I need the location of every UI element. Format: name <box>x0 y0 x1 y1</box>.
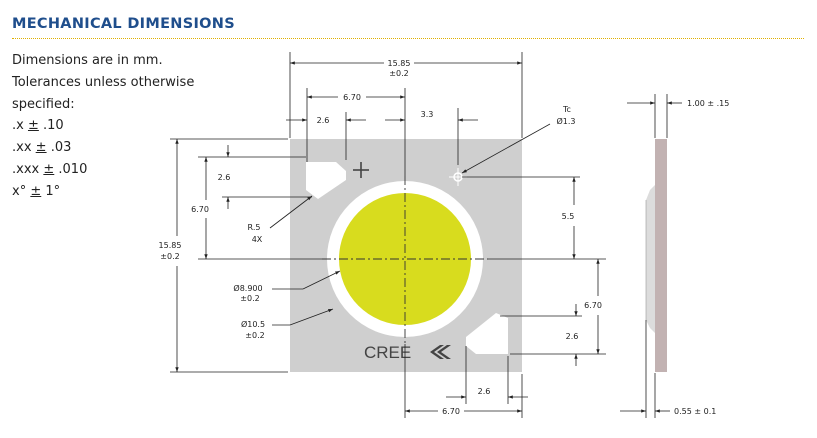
note-line: specified: <box>12 96 75 112</box>
dim-width-33: 3.3 <box>421 110 434 119</box>
dim-radius: R.5 <box>248 223 261 232</box>
dim-side-thickness-top: 1.00 ± .15 <box>687 99 729 108</box>
dim-ring-diameter-tol: ±0.2 <box>245 331 264 340</box>
dim-radius-count: 4X <box>252 235 263 244</box>
dim-height-670-left: 6.70 <box>191 205 209 214</box>
dim-side-thickness-bottom: 0.55 ± 0.1 <box>674 407 716 416</box>
dim-width-total-tol: ±0.2 <box>389 69 408 78</box>
dim-height-26-right: 2.6 <box>566 332 579 341</box>
dim-width-670-bottom: 6.70 <box>442 407 460 416</box>
note-line: Tolerances unless otherwise <box>12 74 195 90</box>
note-tolerance-xxx: .xxx ± .010 <box>12 161 88 177</box>
note-tolerance-xx: .xx ± .03 <box>12 140 72 156</box>
dim-tc-label: Tc <box>562 105 571 114</box>
note-tolerance-x: .x ± .10 <box>12 118 64 134</box>
polarity-plus-mark <box>353 162 369 178</box>
note-line: Dimensions are in mm. <box>12 53 163 68</box>
dim-ring-diameter: Ø10.5 <box>241 319 265 329</box>
cree-logo-mark <box>430 345 451 359</box>
led-emitting-surface <box>339 193 471 325</box>
dim-height-total-left-tol: ±0.2 <box>160 252 179 261</box>
bottom-right-pad <box>466 313 508 354</box>
dim-width-total: 15.85 <box>388 59 411 68</box>
cree-logo-text: CREE <box>364 343 411 362</box>
dim-height-55-right: 5.5 <box>562 212 575 221</box>
dim-height-total-left: 15.85 <box>159 241 182 250</box>
top-left-pad <box>306 162 346 199</box>
dim-tc-diameter: Ø1.3 <box>556 116 575 126</box>
dim-width-670-top: 6.70 <box>343 93 361 102</box>
dim-led-diameter-tol: ±0.2 <box>240 294 259 303</box>
dim-height-26-left: 2.6 <box>218 173 231 182</box>
tolerance-notes: Dimensions are in mm. Tolerances unless … <box>12 50 194 203</box>
dim-led-diameter: Ø8.900 <box>233 283 262 293</box>
side-view <box>645 139 667 372</box>
section-title: MECHANICAL DIMENSIONS <box>12 16 235 32</box>
dim-width-26-bottom: 2.6 <box>478 387 491 396</box>
dim-width-26-top: 2.6 <box>317 116 330 125</box>
dim-height-670-right: 6.70 <box>584 301 602 310</box>
note-tolerance-angle: x° ± 1° <box>12 183 61 199</box>
title-divider <box>12 38 804 39</box>
